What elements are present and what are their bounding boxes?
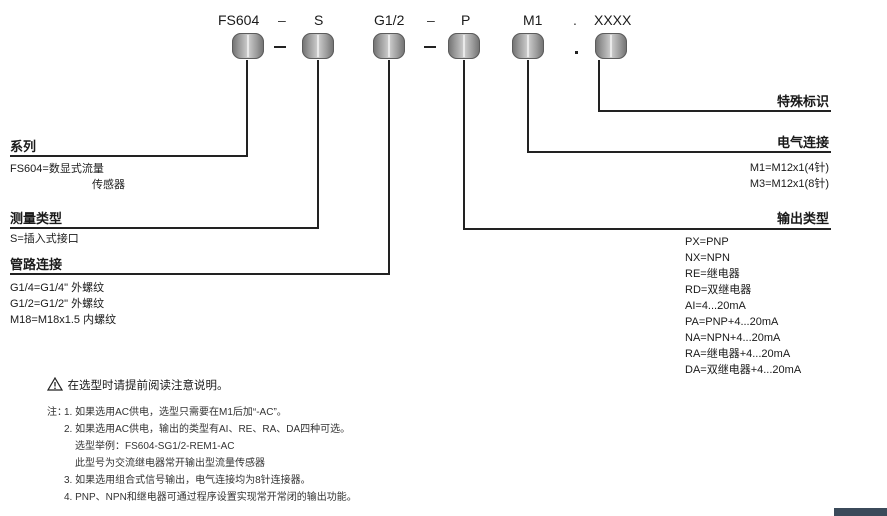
- list-item: AI=4...20mA: [685, 300, 746, 312]
- code-slot-electrical: [512, 33, 544, 59]
- pipe-title: 管路连接: [10, 257, 63, 272]
- warning-line: 在选型时请提前阅读注意说明。: [46, 376, 229, 394]
- list-item: RD=双继电器: [685, 284, 752, 296]
- code-part-electrical: M1: [523, 12, 543, 28]
- measure-list: S=插入式接口: [10, 231, 79, 247]
- note-line: 1. 如果选用AC供电，选型只需要在M1后加“-AC”。: [64, 407, 287, 418]
- list-item: G1/4=G1/4" 外螺纹: [10, 282, 105, 294]
- code-slot-measure: [302, 33, 334, 59]
- list-item: G1/2=G1/2" 外螺纹: [10, 298, 105, 310]
- code-slot-output: [448, 33, 480, 59]
- electrical-title: 电气连接: [776, 135, 829, 150]
- corner-fragment: [834, 508, 887, 516]
- underline: [10, 155, 248, 157]
- pipe-list: G1/4=G1/4" 外螺纹 G1/2=G1/2" 外螺纹 M18=M18x1.…: [10, 280, 116, 328]
- note-line: 2. 如果选用AC供电，输出的类型有AI、RE、RA、DA四种可选。: [64, 424, 351, 435]
- dash-mark: [274, 46, 286, 48]
- connector-line: [463, 60, 465, 230]
- output-list: PX=PNP NX=NPN RE=继电器 RD=双继电器 AI=4...20mA…: [685, 234, 801, 378]
- measure-title: 测量类型: [10, 211, 63, 226]
- list-item: RE=继电器: [685, 268, 740, 280]
- underline: [598, 110, 831, 112]
- code-part-measure: S: [314, 12, 324, 28]
- connector-line: [388, 60, 390, 275]
- code-part-series: FS604: [218, 12, 260, 28]
- underline: [463, 228, 831, 230]
- dot-mark: [575, 51, 578, 54]
- code-part-output: P: [461, 12, 471, 28]
- electrical-list: M1=M12x1(4针) M3=M12x1(8针): [750, 160, 829, 192]
- list-item: M3=M12x1(8针): [749, 178, 829, 190]
- series-list: FS604=数显式流量 传感器: [10, 161, 125, 193]
- dash-mark: [424, 46, 436, 48]
- notes-prefix: 注：: [47, 407, 67, 418]
- code-slot-pipe: [373, 33, 405, 59]
- notes-list: 1. 如果选用AC供电，选型只需要在M1后加“-AC”。 2. 如果选用AC供电…: [64, 405, 357, 505]
- list-item: 传感器: [92, 179, 125, 191]
- list-item: M1=M12x1(4针): [749, 162, 829, 174]
- code-separator: –: [427, 12, 435, 28]
- warning-icon: [46, 376, 64, 391]
- list-item: DA=双继电器+4...20mA: [685, 364, 802, 376]
- connector-line: [598, 60, 600, 112]
- list-item: S=插入式接口: [10, 233, 79, 245]
- special-title: 特殊标识: [776, 94, 829, 109]
- code-separator: .: [573, 12, 577, 28]
- series-title: 系列: [10, 139, 37, 154]
- underline: [10, 227, 319, 229]
- note-line: 4. PNP、NPN和继电器可通过程序设置实现常开常闭的输出功能。: [64, 492, 357, 503]
- connector-line: [317, 60, 319, 229]
- note-line: 此型号为交流继电器常开输出型流量传感器: [75, 458, 265, 469]
- warning-text: 在选型时请提前阅读注意说明。: [67, 380, 229, 392]
- note-line: 3. 如果选用组合式信号输出，电气连接均为8针连接器。: [64, 475, 311, 486]
- connector-line: [246, 60, 248, 157]
- note-line: 选型举例：FS604-SG1/2-REM1-AC: [75, 441, 235, 452]
- code-separator: –: [278, 12, 286, 28]
- list-item: RA=继电器+4...20mA: [685, 348, 791, 360]
- underline: [10, 273, 390, 275]
- list-item: M18=M18x1.5 内螺纹: [10, 314, 117, 326]
- code-slot-special: [595, 33, 627, 59]
- code-part-pipe: G1/2: [374, 12, 405, 28]
- output-title: 输出类型: [776, 211, 829, 226]
- underline: [527, 151, 831, 153]
- list-item: PX=PNP: [685, 236, 729, 248]
- connector-line: [527, 60, 529, 153]
- list-item: NA=NPN+4...20mA: [685, 332, 781, 344]
- list-item: PA=PNP+4...20mA: [685, 316, 779, 328]
- list-item: FS604=数显式流量: [10, 163, 104, 175]
- code-part-special: XXXX: [594, 12, 632, 28]
- list-item: NX=NPN: [685, 252, 730, 264]
- code-slot-series: [232, 33, 264, 59]
